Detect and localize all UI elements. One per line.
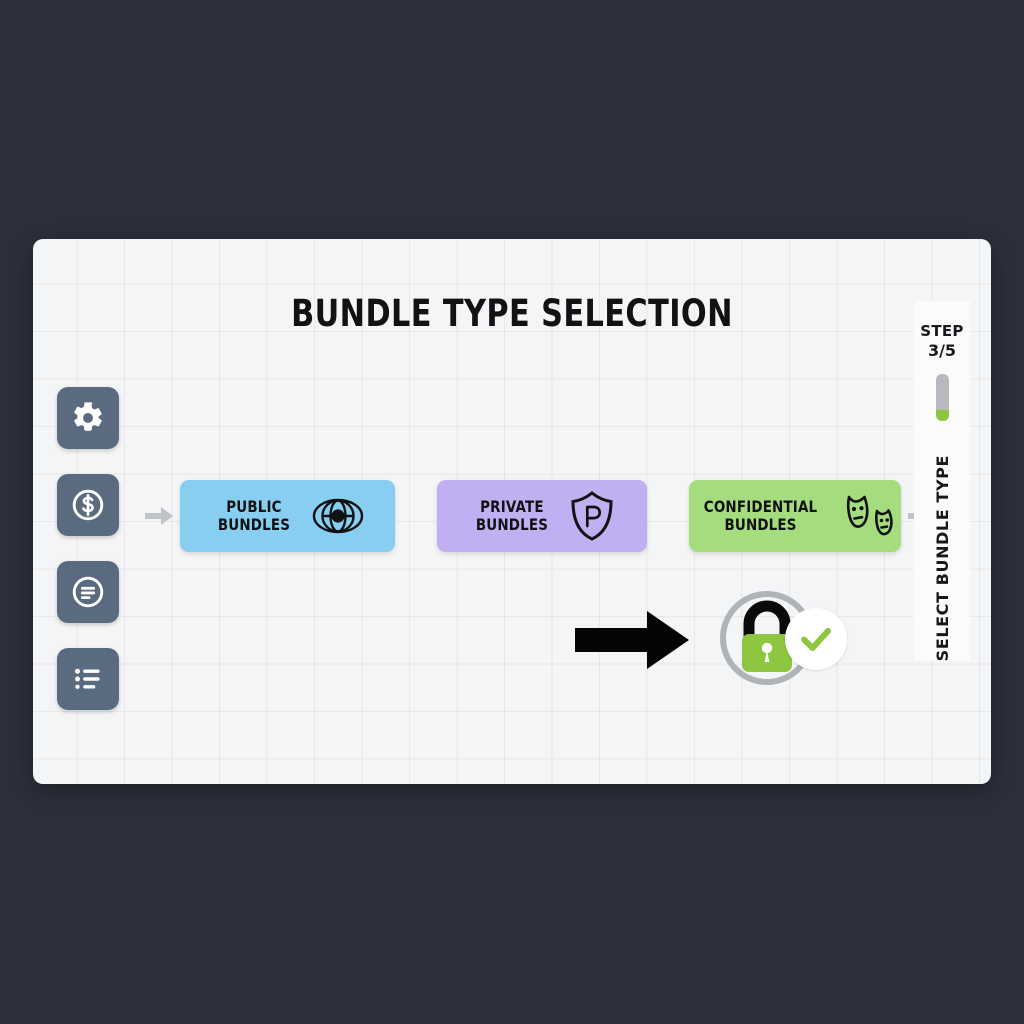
bundle-card-private-label: PRIVATE BUNDLES: [475, 497, 548, 534]
sidebar-item-pricing[interactable]: [57, 474, 119, 536]
dollar-circle-icon: [70, 487, 106, 523]
shield-p-icon: [569, 490, 615, 542]
step-fraction-label: 3/5: [927, 341, 957, 360]
connector-arrow-start: [138, 504, 180, 528]
step-progress-fill: [935, 410, 949, 421]
selection-annotation: [573, 584, 873, 694]
list-icon: [71, 662, 105, 696]
step-vertical-label: SELECT BUNDLE TYPE: [932, 454, 952, 661]
bundle-card-public[interactable]: PUBLIC BUNDLES: [180, 480, 395, 552]
sidebar: [57, 387, 119, 710]
gear-icon: [71, 401, 105, 435]
page-title: BUNDLE TYPE SELECTION: [291, 292, 733, 335]
right-arrow-pointer-icon: [573, 609, 691, 676]
globe-eye-icon: [312, 490, 364, 542]
sidebar-item-settings[interactable]: [57, 387, 119, 449]
theater-masks-icon: [843, 493, 897, 539]
step-word-label: STEP: [920, 322, 964, 340]
bundle-type-flow: PUBLIC BUNDLES PRIVATE BUNDLES: [138, 476, 936, 556]
bundle-card-confidential-label: CONFIDENTIAL BUNDLES: [703, 497, 818, 534]
document-circle-icon: [70, 574, 106, 610]
bundle-card-private[interactable]: PRIVATE BUNDLES: [437, 480, 647, 552]
bundle-card-confidential[interactable]: CONFIDENTIAL BUNDLES: [689, 480, 901, 552]
sidebar-item-list[interactable]: [57, 648, 119, 710]
check-circle-icon: [785, 608, 847, 670]
sidebar-item-documents[interactable]: [57, 561, 119, 623]
bundle-card-public-label: PUBLIC BUNDLES: [217, 497, 291, 534]
step-indicator: STEP 3/5 SELECT BUNDLE TYPE: [914, 301, 970, 661]
step-progress-track: [935, 374, 949, 421]
main-panel: BUNDLE TYPE SELECTION: [33, 239, 991, 784]
